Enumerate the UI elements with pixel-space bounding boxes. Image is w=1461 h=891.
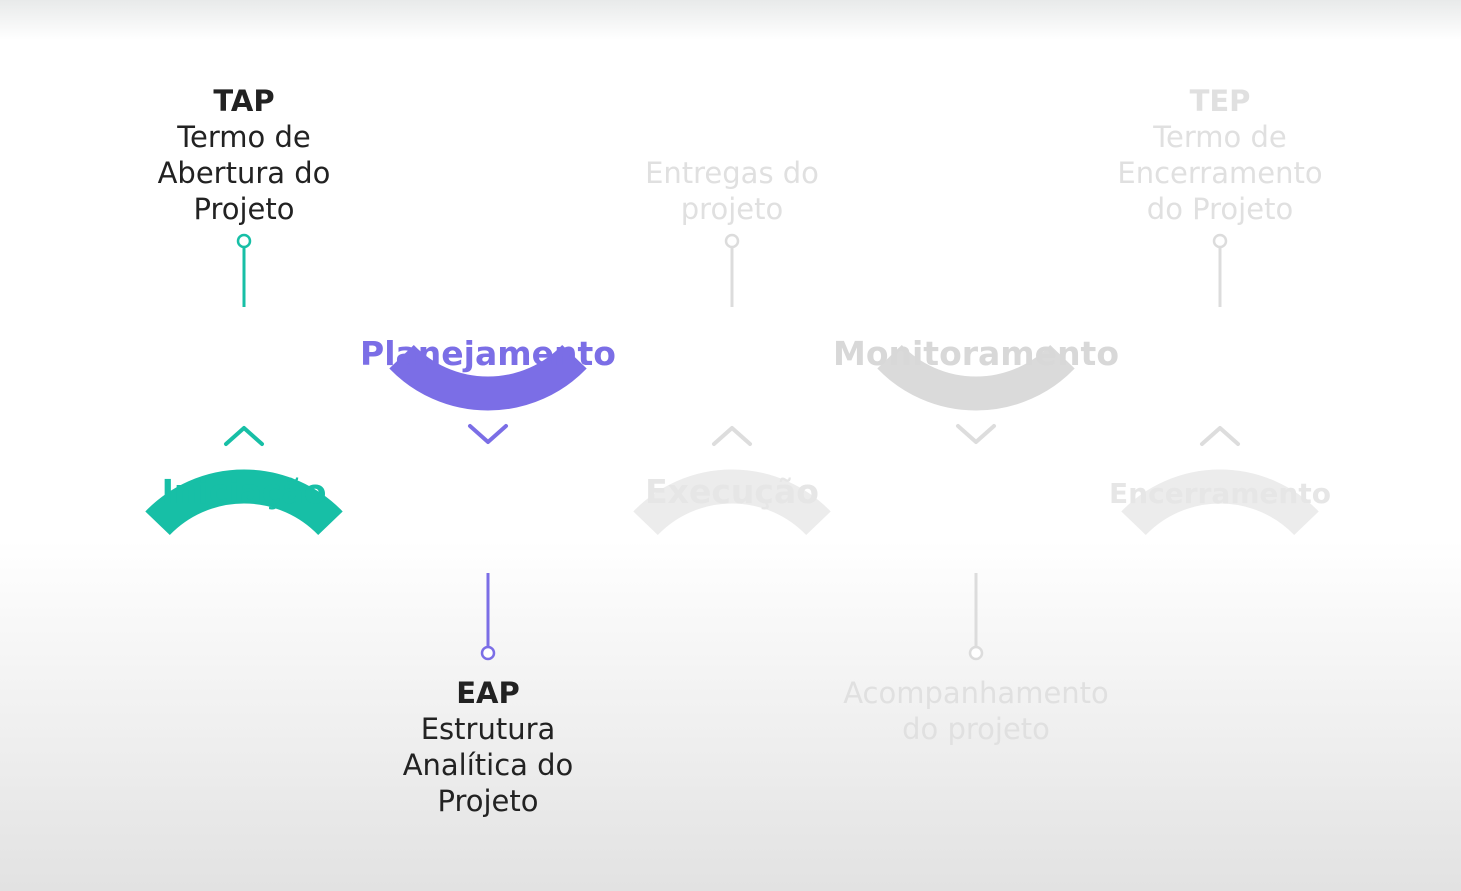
connector-pin-planejamento — [480, 645, 496, 661]
doc-abbr-iniciacao: TAP — [213, 84, 275, 118]
connector-pin-monitoramento — [968, 645, 984, 661]
doc-title-line: do projeto — [902, 712, 1050, 746]
doc-title-line: projeto — [680, 192, 784, 226]
phase-arc-encerramento — [1121, 469, 1319, 536]
phase-label-monitoramento: Monitoramento — [832, 334, 1120, 373]
doc-title-line: Analítica do — [402, 748, 574, 782]
phase-label-planejamento: Planejamento — [360, 334, 616, 373]
chevron-up-icon — [224, 426, 264, 446]
phase-label-iniciacao: Iniciação — [161, 472, 327, 511]
connector-pin-encerramento — [1212, 233, 1228, 249]
doc-abbr-planejamento: EAP — [456, 676, 520, 710]
chevron-down-icon — [956, 424, 996, 444]
phase-arc-execucao — [633, 469, 831, 536]
doc-abbr-encerramento: TEP — [1189, 84, 1251, 118]
doc-title-line: Projeto — [437, 784, 539, 818]
doc-title-line: Acompanhamento — [843, 676, 1109, 710]
phase-iniciacao — [145, 233, 343, 536]
phase-arc-planejamento — [389, 344, 587, 411]
phase-label-execucao: Execução — [645, 472, 819, 511]
phase-encerramento — [1121, 233, 1319, 536]
phase-label-encerramento: Encerramento — [1109, 477, 1331, 510]
doc-title-line: do Projeto — [1146, 192, 1294, 226]
phase-execucao — [633, 233, 831, 536]
connector-pin-execucao — [724, 233, 740, 249]
phase-planejamento — [389, 344, 587, 661]
connector-pin-iniciacao — [236, 233, 252, 249]
phase-arc-monitoramento — [877, 344, 1075, 411]
chevron-up-icon — [1200, 426, 1240, 446]
doc-title-line: Projeto — [193, 192, 295, 226]
phase-monitoramento — [877, 344, 1075, 661]
doc-title-line: Entregas do — [645, 156, 819, 190]
doc-title-line: Encerramento — [1117, 156, 1323, 190]
doc-title-line: Abertura do — [157, 156, 331, 190]
doc-title-line: Estrutura — [420, 712, 556, 746]
doc-title-line: Termo de — [1153, 120, 1287, 154]
chevron-up-icon — [712, 426, 752, 446]
chevron-down-icon — [468, 424, 508, 444]
doc-title-line: Termo de — [177, 120, 311, 154]
phase-arc-iniciacao — [145, 469, 343, 536]
